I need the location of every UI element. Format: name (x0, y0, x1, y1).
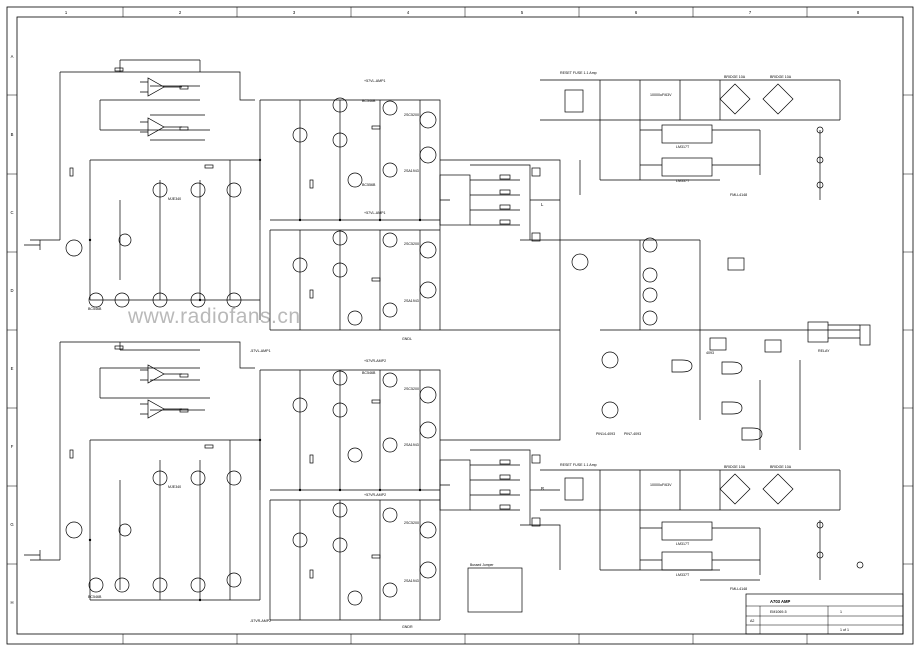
title-block-size: A2 (750, 619, 754, 623)
cap-main-right: 10000uF/63V (650, 483, 672, 487)
bussed-jumper-box: Bussed Jumper (467, 563, 523, 613)
right-channel-amplifier: +57VR-AMP2 +57VR-AMP2 -57VR-AMP2 GNDR BC… (24, 341, 441, 629)
left-ltp: BC546B (88, 307, 102, 311)
left-rail-pos-2: +57VL-AMP1 (364, 211, 385, 215)
right-rail-pos: +57VR-AMP2 (364, 359, 386, 363)
left-output-q2: 2SA1943 (404, 169, 419, 173)
left-vas: MJE340 (168, 197, 181, 201)
reg-left-neg: LM337T (676, 179, 690, 183)
grid-col-4: 4 (407, 10, 410, 15)
title-block: A703 AMP EM1069-5 A2 1 1 of 1 (745, 593, 904, 635)
right-gnd: GNDR (402, 625, 413, 629)
fuse-left-label: RESET FUSE 1.1 Amp (560, 71, 597, 75)
title-block-rev: 1 (840, 610, 842, 614)
drawing-frame (6, 6, 914, 645)
grid-row-h: H (10, 600, 13, 605)
right-output-q4: 2SA1943 (404, 579, 419, 583)
left-output-q1: 2SC5200 (404, 113, 419, 117)
watermark: www.radiofans.cn (127, 305, 301, 328)
grid-row-g: G (10, 522, 13, 527)
reg-left-pos: LM317T (676, 145, 690, 149)
right-vas: MJE340 (168, 485, 181, 489)
title-block-title: A703 AMP (770, 599, 791, 604)
grid-row-labels: A B C D E F G H (10, 54, 13, 605)
grid-row-b: B (11, 132, 14, 137)
bridge-right-1: BRIDGE 10A (724, 465, 746, 469)
bussed-jumper-label: Bussed Jumper (470, 563, 494, 567)
right-rail-pos-2: +57VR-AMP2 (364, 493, 386, 497)
grid-row-a: A (11, 54, 14, 59)
grid-col-6: 6 (635, 10, 638, 15)
power-supply-right: RESET FUSE 1.1 Amp BRIDGE 10A BRIDGE 10A… (540, 463, 864, 591)
fuse-right-label: RESET FUSE 1.1 Amp (560, 463, 597, 467)
left-rail-neg: -57VL-AMP1 (250, 349, 271, 353)
right-output-network: R (439, 449, 544, 527)
title-block-sheet: 1 of 1 (840, 628, 849, 632)
logic-pin14: PIN14-4093 (596, 432, 615, 436)
logic-ic: 4093 (706, 351, 714, 355)
right-channel-label: R (541, 486, 544, 491)
left-output-q3: 2SC5200 (404, 242, 419, 246)
left-output-network: L (439, 164, 544, 242)
grid-row-e: E (11, 366, 14, 371)
reg-right-neg: LM337T (676, 573, 690, 577)
grid-column-labels: 1 2 3 4 5 6 7 8 (65, 10, 860, 15)
grid-col-3: 3 (293, 10, 296, 15)
bridge-left-1: BRIDGE 10A (724, 75, 746, 79)
diode-right: FMLL4148 (730, 587, 747, 591)
right-driver-q1: BC546B (362, 371, 376, 375)
grid-row-c: C (10, 210, 13, 215)
grid-col-1: 1 (65, 10, 68, 15)
grid-col-7: 7 (749, 10, 752, 15)
power-supply-left: RESET FUSE 1.1 Amp BRIDGE 10A BRIDGE 10A… (540, 71, 841, 200)
left-output-q4: 2SA1943 (404, 299, 419, 303)
grid-row-d: D (10, 288, 13, 293)
grid-col-8: 8 (857, 10, 860, 15)
protection-logic: PIN14-4093 PIN7-4093 RELAY 4093 (559, 237, 871, 450)
grid-col-2: 2 (179, 10, 182, 15)
right-output-q1: 2SC5200 (404, 387, 419, 391)
left-driver-q1: BC546B (362, 99, 376, 103)
bridge-right-2: BRIDGE 10A (770, 465, 792, 469)
title-block-doc: EM1069-5 (770, 610, 787, 614)
logic-pin7: PIN7-4093 (624, 432, 641, 436)
diode-left: FMLL4148 (730, 193, 747, 197)
grid-col-5: 5 (521, 10, 524, 15)
reg-right-pos: LM317T (676, 542, 690, 546)
right-ltp: BC546B (88, 595, 102, 599)
left-rail-pos: +57VL-AMP1 (364, 79, 385, 83)
interconnect-wires (440, 159, 561, 570)
right-output-q2: 2SA1943 (404, 443, 419, 447)
right-output-q3: 2SC5200 (404, 521, 419, 525)
right-rail-neg: -57VR-AMP2 (250, 619, 271, 623)
left-gnd: GNDL (402, 337, 412, 341)
left-channel-label: L (541, 202, 544, 207)
left-channel-amplifier: +57VL-AMP1 +57VL-AMP1 -57VL-AMP1 GNDL BC… (24, 59, 441, 353)
cap-main-left: 10000uF/63V (650, 93, 672, 97)
bridge-left-2: BRIDGE 10A (770, 75, 792, 79)
grid-row-f: F (11, 444, 14, 449)
left-driver-q2: BC556B (362, 183, 376, 187)
relay-label: RELAY (818, 349, 830, 353)
